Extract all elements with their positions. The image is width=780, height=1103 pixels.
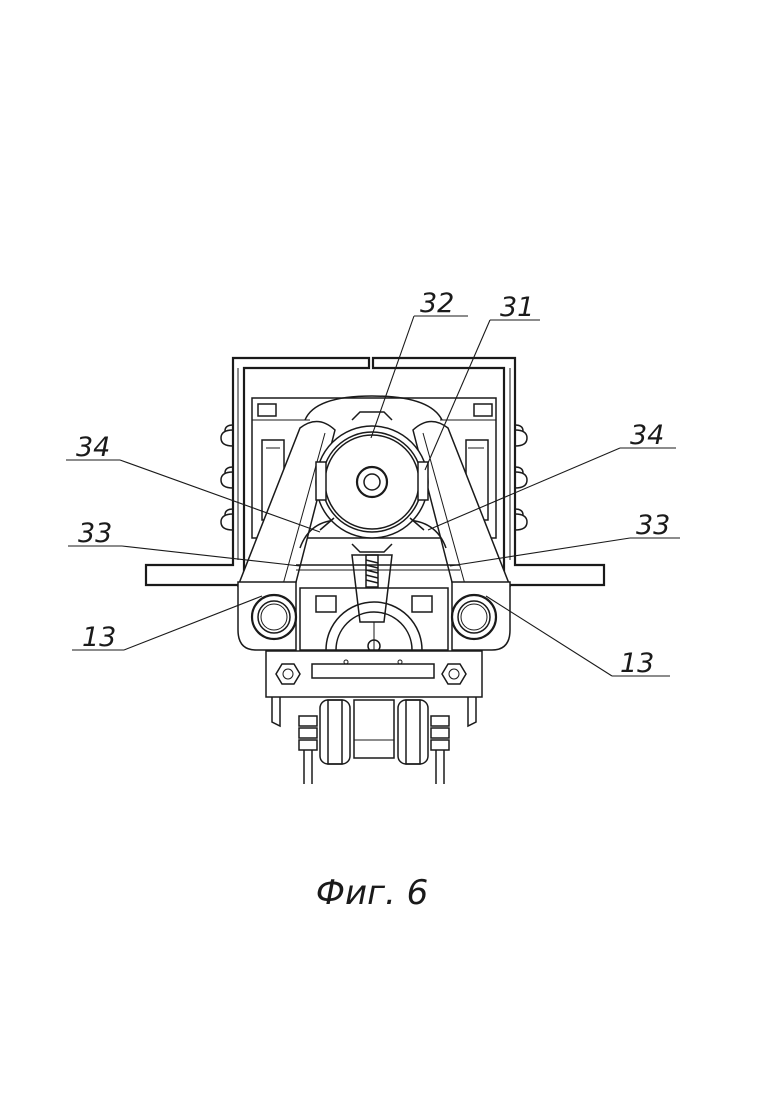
callout-33-left: 33 [78, 518, 112, 549]
callout-32: 32 [420, 288, 454, 319]
callout-31: 31 [500, 292, 534, 323]
right-spring-coils [515, 425, 527, 530]
right-lug [452, 582, 510, 650]
callout-33-right: 33 [636, 510, 670, 541]
callout-34-right: 34 [630, 420, 664, 451]
left-lug [238, 582, 296, 650]
central-drum [300, 396, 446, 552]
left-spring-coils [221, 425, 233, 530]
callout-13-right: 13 [620, 648, 654, 679]
cross-bar [266, 651, 482, 697]
roller-assembly [272, 697, 476, 784]
figure-caption: Фиг. 6 [316, 873, 428, 913]
callout-34-left: 34 [76, 432, 110, 463]
callout-13-left: 13 [82, 622, 116, 653]
